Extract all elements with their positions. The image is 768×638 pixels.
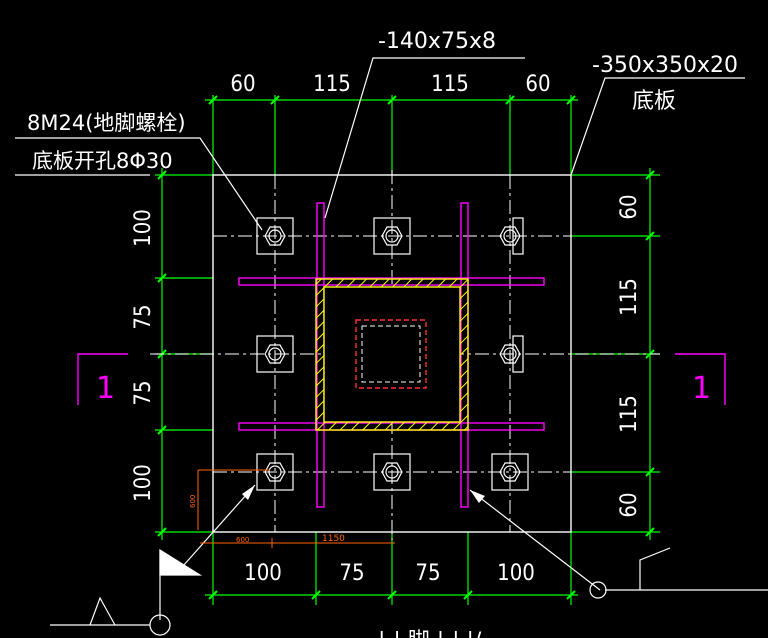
stiffener-label: -140x75x8 — [378, 29, 496, 54]
bolt-label: 8M24(地脚螺栓) — [27, 111, 186, 135]
small-dim-h1: 600 — [236, 536, 249, 544]
leader-lines — [15, 57, 745, 591]
bolt — [491, 453, 529, 491]
bolt — [373, 217, 411, 255]
leader-arrows — [242, 485, 485, 503]
inner-cutout — [355, 319, 427, 389]
dim-right-4: 60 — [617, 492, 642, 517]
small-dim-h2: 1150 — [322, 534, 345, 544]
section-markers — [77, 353, 726, 405]
dim-right-3: 115 — [617, 395, 642, 433]
dim-left-2: 75 — [131, 304, 156, 329]
bolt — [499, 217, 524, 255]
bottom-right-symbol — [589, 547, 768, 599]
dim-left-4: 100 — [131, 464, 156, 502]
dim-bottom-3: 75 — [415, 561, 440, 586]
dim-top-2: 115 — [313, 72, 351, 97]
dim-bottom-1: 100 — [244, 561, 282, 586]
bolt — [256, 217, 294, 255]
dim-bottom-4: 100 — [497, 561, 535, 586]
base-plate — [212, 174, 572, 533]
dim-right-1: 60 — [617, 194, 642, 219]
plate-name-label: 底板 — [632, 89, 676, 114]
section-left-label: 1 — [96, 371, 115, 406]
dim-bottom-2: 75 — [339, 561, 364, 586]
hole-label: 底板开孔8Φ30 — [32, 149, 173, 173]
anchor-bolts — [256, 217, 529, 491]
dim-left-3: 75 — [131, 380, 156, 405]
elevation-symbol — [50, 548, 203, 636]
bolt — [256, 453, 294, 491]
dim-left-1: 100 — [131, 209, 156, 247]
section-right-label: 1 — [692, 371, 711, 406]
bottom-partial-text: |-| 脚 |-| |/ — [378, 629, 482, 638]
bolt — [256, 335, 294, 373]
dim-top-1: 60 — [230, 72, 255, 97]
dim-right-2: 115 — [617, 278, 642, 316]
bolt — [373, 453, 411, 491]
bolt — [499, 335, 524, 373]
dim-top-4: 60 — [525, 72, 550, 97]
plate-spec-label: -350x350x20 — [592, 53, 738, 78]
dim-top-3: 115 — [431, 72, 469, 97]
small-dimensions — [197, 469, 395, 548]
small-dim-v: 600 — [189, 495, 197, 508]
column-section — [315, 278, 469, 431]
